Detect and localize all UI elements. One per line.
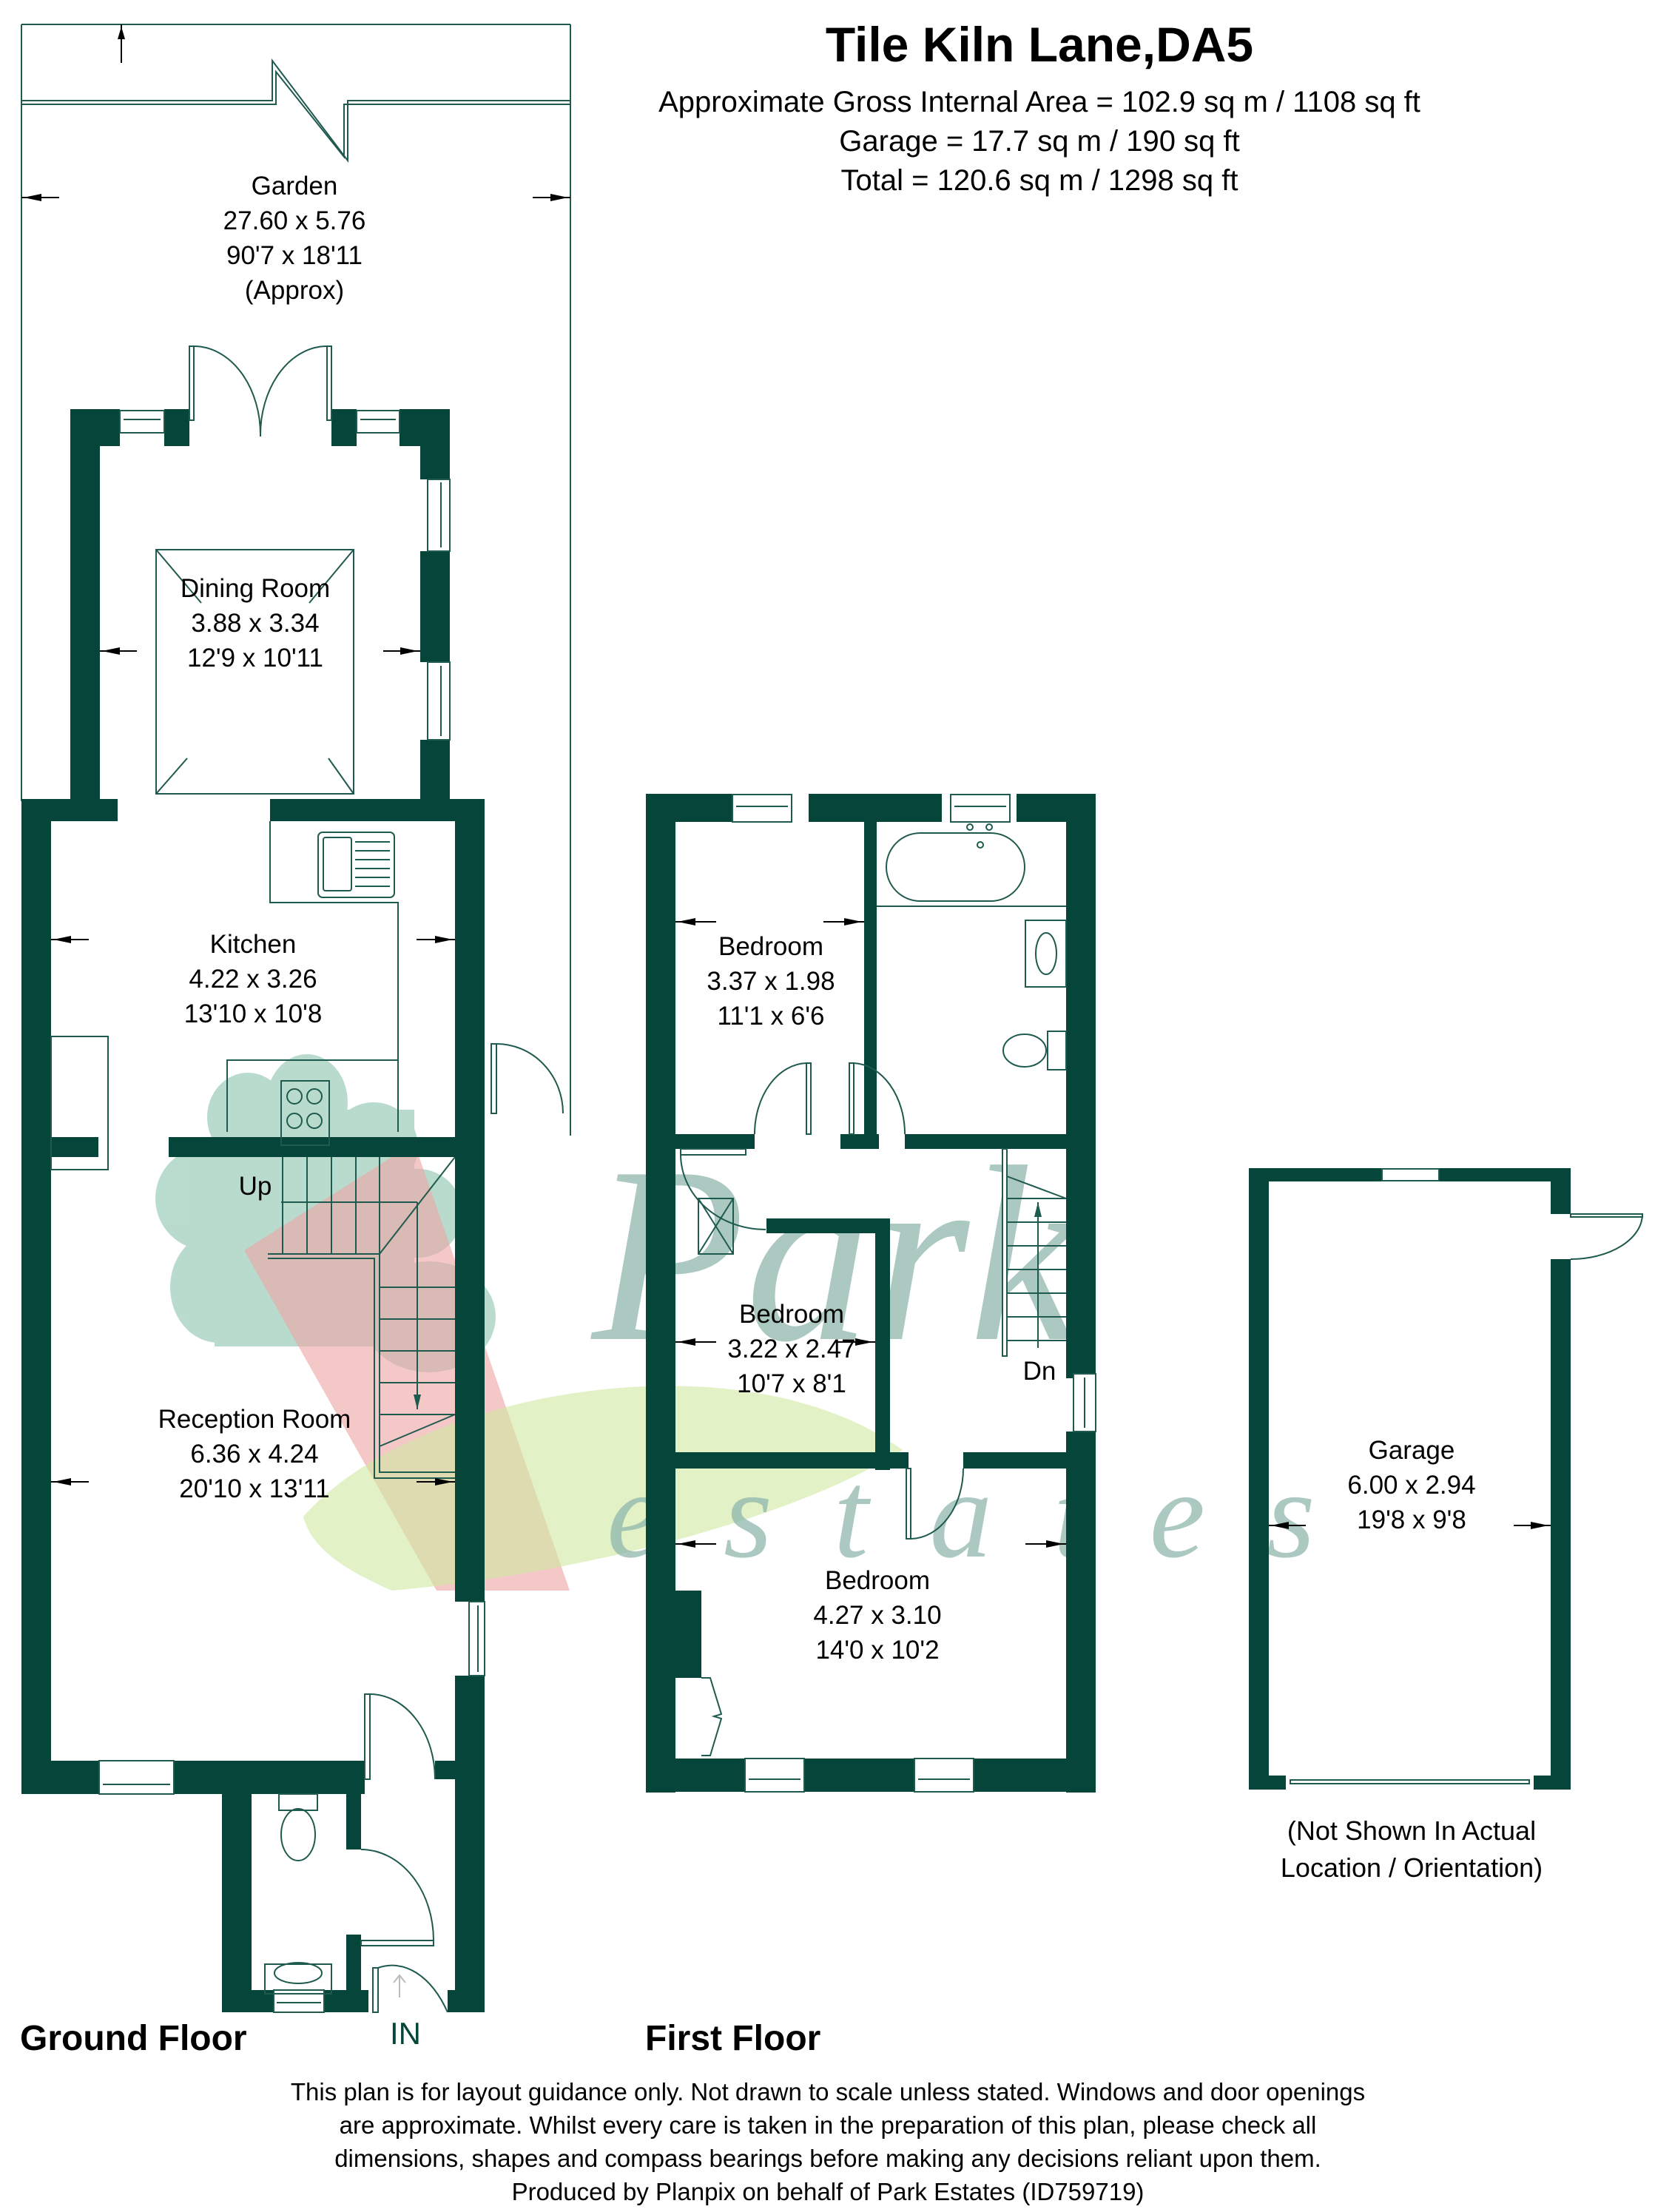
room-label-garage: Garage 6.00 x 2.94 19'8 x 9'8 — [1347, 1433, 1475, 1537]
garage-walls — [1249, 1168, 1643, 1790]
room-imperial: 12'9 x 10'11 — [187, 644, 323, 672]
garage-area: Garage = 17.7 sq m / 190 sq ft — [839, 125, 1240, 158]
room-metric: 6.00 x 2.94 — [1347, 1471, 1476, 1500]
disclaimer: This plan is for layout guidance only. N… — [291, 2075, 1365, 2208]
stairs-up-label: Up — [238, 1172, 272, 1201]
note-line: Location / Orientation) — [1280, 1852, 1543, 1883]
first-floor-label: First Floor — [645, 2019, 821, 2058]
entrance-label: IN — [390, 2016, 421, 2051]
room-label-bedroom-small: Bedroom 3.37 x 1.98 11'1 x 6'6 — [707, 929, 835, 1033]
gross-internal-area: Approximate Gross Internal Area = 102.9 … — [658, 86, 1420, 118]
room-label-bedroom-main: Bedroom 4.27 x 3.10 14'0 x 10'2 — [813, 1563, 941, 1668]
room-name: Bedroom — [824, 1566, 931, 1595]
room-note: (Approx) — [244, 276, 345, 305]
room-label-reception: Reception Room 6.36 x 4.24 20'10 x 13'11 — [158, 1402, 351, 1506]
ground-floor-windows — [98, 410, 485, 2013]
room-name: Bedroom — [718, 932, 824, 961]
sink-icon — [317, 832, 395, 898]
room-label-bedroom-middle: Bedroom 3.22 x 2.47 10'7 x 8'1 — [727, 1297, 855, 1401]
staircase-ground — [268, 1156, 456, 1479]
room-metric: 3.37 x 1.98 — [707, 967, 835, 996]
room-metric: 3.22 x 2.47 — [727, 1335, 856, 1363]
room-imperial: 13'10 x 10'8 — [183, 999, 323, 1028]
room-name: Kitchen — [209, 930, 297, 959]
room-metric: 6.36 x 4.24 — [190, 1440, 319, 1469]
room-imperial: 19'8 x 9'8 — [1357, 1505, 1466, 1534]
room-metric: 3.88 x 3.34 — [191, 609, 320, 638]
room-name: Bedroom — [738, 1300, 845, 1329]
room-label-dining: Dining Room 3.88 x 3.34 12'9 x 10'11 — [181, 571, 330, 675]
ground-floor-label: Ground Floor — [20, 2019, 247, 2058]
side-door — [491, 1043, 564, 1114]
room-imperial: 14'0 x 10'2 — [815, 1636, 940, 1665]
stairs-down-label: Dn — [1022, 1357, 1056, 1386]
garden-outline — [21, 24, 571, 1136]
room-imperial: 10'7 x 8'1 — [737, 1369, 846, 1398]
ground-floor-walls — [21, 409, 485, 2012]
disclaimer-line: dimensions, shapes and compass bearings … — [334, 2145, 1321, 2172]
garage-orientation-note: (Not Shown In Actual Location / Orientat… — [1281, 1813, 1543, 1886]
room-metric: 4.22 x 3.26 — [189, 965, 317, 994]
area-summary: Approximate Gross Internal Area = 102.9 … — [658, 83, 1420, 200]
room-label-kitchen: Kitchen 4.22 x 3.26 13'10 x 10'8 — [184, 927, 323, 1031]
room-metric: 27.60 x 5.76 — [223, 206, 366, 235]
room-imperial: 20'10 x 13'11 — [179, 1474, 330, 1503]
hob-icon — [280, 1080, 330, 1146]
room-label-garden: Garden 27.60 x 5.76 90'7 x 18'11 (Approx… — [223, 169, 366, 308]
roof-lantern — [155, 549, 354, 795]
room-name: Garage — [1368, 1436, 1455, 1465]
room-name: Dining Room — [180, 574, 331, 603]
disclaimer-line: are approximate. Whilst every care is ta… — [339, 2111, 1317, 2139]
room-metric: 4.27 x 3.10 — [813, 1601, 942, 1630]
property-title: Tile Kiln Lane,DA5 — [825, 17, 1254, 72]
porch-fixtures — [264, 1693, 448, 2013]
disclaimer-line: Produced by Planpix on behalf of Park Es… — [511, 2178, 1145, 2205]
first-floor-windows — [732, 794, 1096, 1793]
disclaimer-line: This plan is for layout guidance only. N… — [290, 2078, 1366, 2105]
note-line: (Not Shown In Actual — [1287, 1815, 1537, 1846]
room-imperial: 11'1 x 6'6 — [717, 1002, 825, 1031]
first-floor-walls — [646, 794, 1096, 1793]
kitchen-units — [50, 821, 399, 1170]
total-area: Total = 120.6 sq m / 1298 sq ft — [840, 164, 1238, 197]
dimension-arrows — [21, 24, 1551, 1548]
room-name: Garden — [251, 172, 338, 200]
room-name: Reception Room — [158, 1405, 351, 1434]
french-doors — [189, 345, 332, 437]
room-imperial: 90'7 x 18'11 — [226, 241, 363, 270]
first-floor-fixtures — [680, 823, 1067, 1756]
